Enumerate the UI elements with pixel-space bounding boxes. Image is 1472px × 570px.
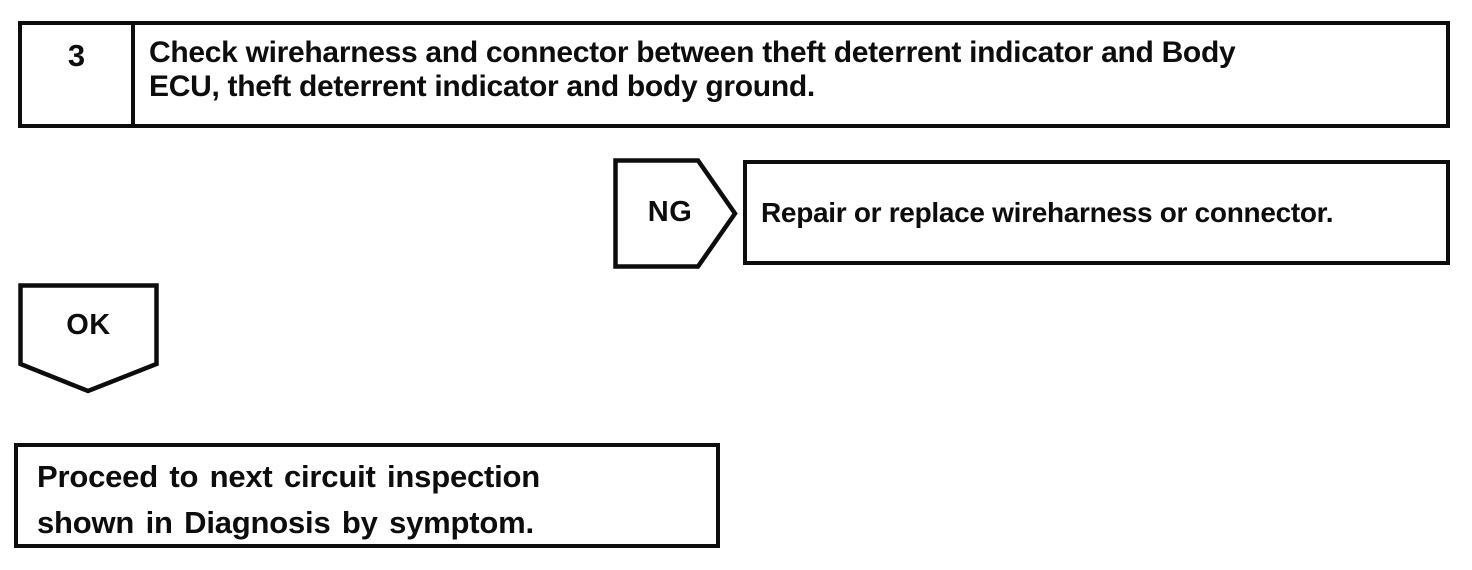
step-number: 3 bbox=[67, 38, 86, 73]
ng-connector-shape bbox=[613, 158, 738, 269]
ng-result-box: Repair or replace wireharness or connect… bbox=[743, 160, 1450, 265]
ok-pentagon-icon bbox=[18, 283, 159, 394]
ng-connector-label: NG bbox=[647, 196, 693, 228]
ok-connector-shape bbox=[18, 283, 159, 394]
step-instruction-line-2: ECU, theft deterrent indicator and body … bbox=[149, 70, 815, 103]
step-instruction: Check wireharness and connector between … bbox=[135, 25, 1446, 124]
step-instruction-line-1: Check wireharness and connector between … bbox=[149, 36, 1236, 69]
ok-connector-label: OK bbox=[66, 308, 111, 341]
step-number-cell: 3 bbox=[22, 25, 135, 124]
step-box: 3 Check wireharness and connector betwee… bbox=[18, 21, 1450, 128]
proceed-line-2: shown in Diagnosis by symptom. bbox=[37, 505, 534, 540]
proceed-line-1: Proceed to next circuit inspection bbox=[37, 459, 541, 494]
ng-pentagon-icon bbox=[613, 158, 738, 269]
ng-result-text: Repair or replace wireharness or connect… bbox=[761, 196, 1334, 228]
proceed-box: Proceed to next circuit inspection shown… bbox=[14, 443, 720, 548]
